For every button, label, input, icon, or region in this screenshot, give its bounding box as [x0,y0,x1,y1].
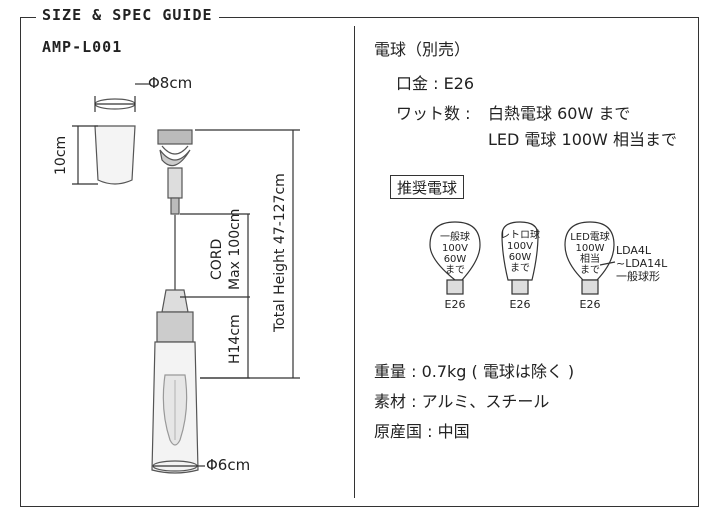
wattage-line2: LED 電球 100W 相当まで [488,130,677,149]
origin-spec: 原産国 : 中国 [374,422,470,441]
bulb-heading: 電球（別売） [374,40,471,59]
retro-bulb-socket: E26 [509,298,531,311]
socket [156,311,194,343]
retro-bulb-glass [501,221,539,281]
model-number: AMP-L001 [42,38,123,56]
retro-bulb-label: レトロ球 100V 60W まで [500,230,540,274]
standard-bulb-label: 一般球 100V 60W まで [440,232,470,276]
material-spec: 素材 : アルミ、スチール [374,392,550,411]
led-bulb-glass [564,221,615,281]
wattage-line1: 白熱電球 60W まで [488,104,631,123]
standard-bulb-socket: E26 [444,298,466,311]
standard-bulb-base [446,279,464,295]
led-bulb-base [581,279,599,295]
wattage-label: ワット数 : [396,104,471,123]
led-bulb-label: LED電球 100W 相当 まで [570,232,610,276]
lamp-diagram [72,83,300,474]
ceiling-canopy [157,129,193,145]
weight-spec: 重量 : 0.7kg ( 電球は除く ) [374,362,575,381]
standard-bulb-glass [429,221,481,281]
spec-frame [20,17,699,507]
led-bulb-socket: E26 [579,298,601,311]
bulb-diameter-label: Φ6cm [206,456,251,474]
lamp-shade [94,125,136,185]
column-divider [354,26,355,498]
recommended-bulb-box: 推奨電球 [390,175,464,199]
shade-diameter-label: Φ8cm [148,74,193,92]
page-title: SIZE & SPEC GUIDE [36,6,219,24]
retro-bulb-base [511,279,529,295]
led-model-list: LDA4L ~LDA14L 一般球形 [616,244,668,283]
socket-spec: 口金 : E26 [396,74,475,93]
